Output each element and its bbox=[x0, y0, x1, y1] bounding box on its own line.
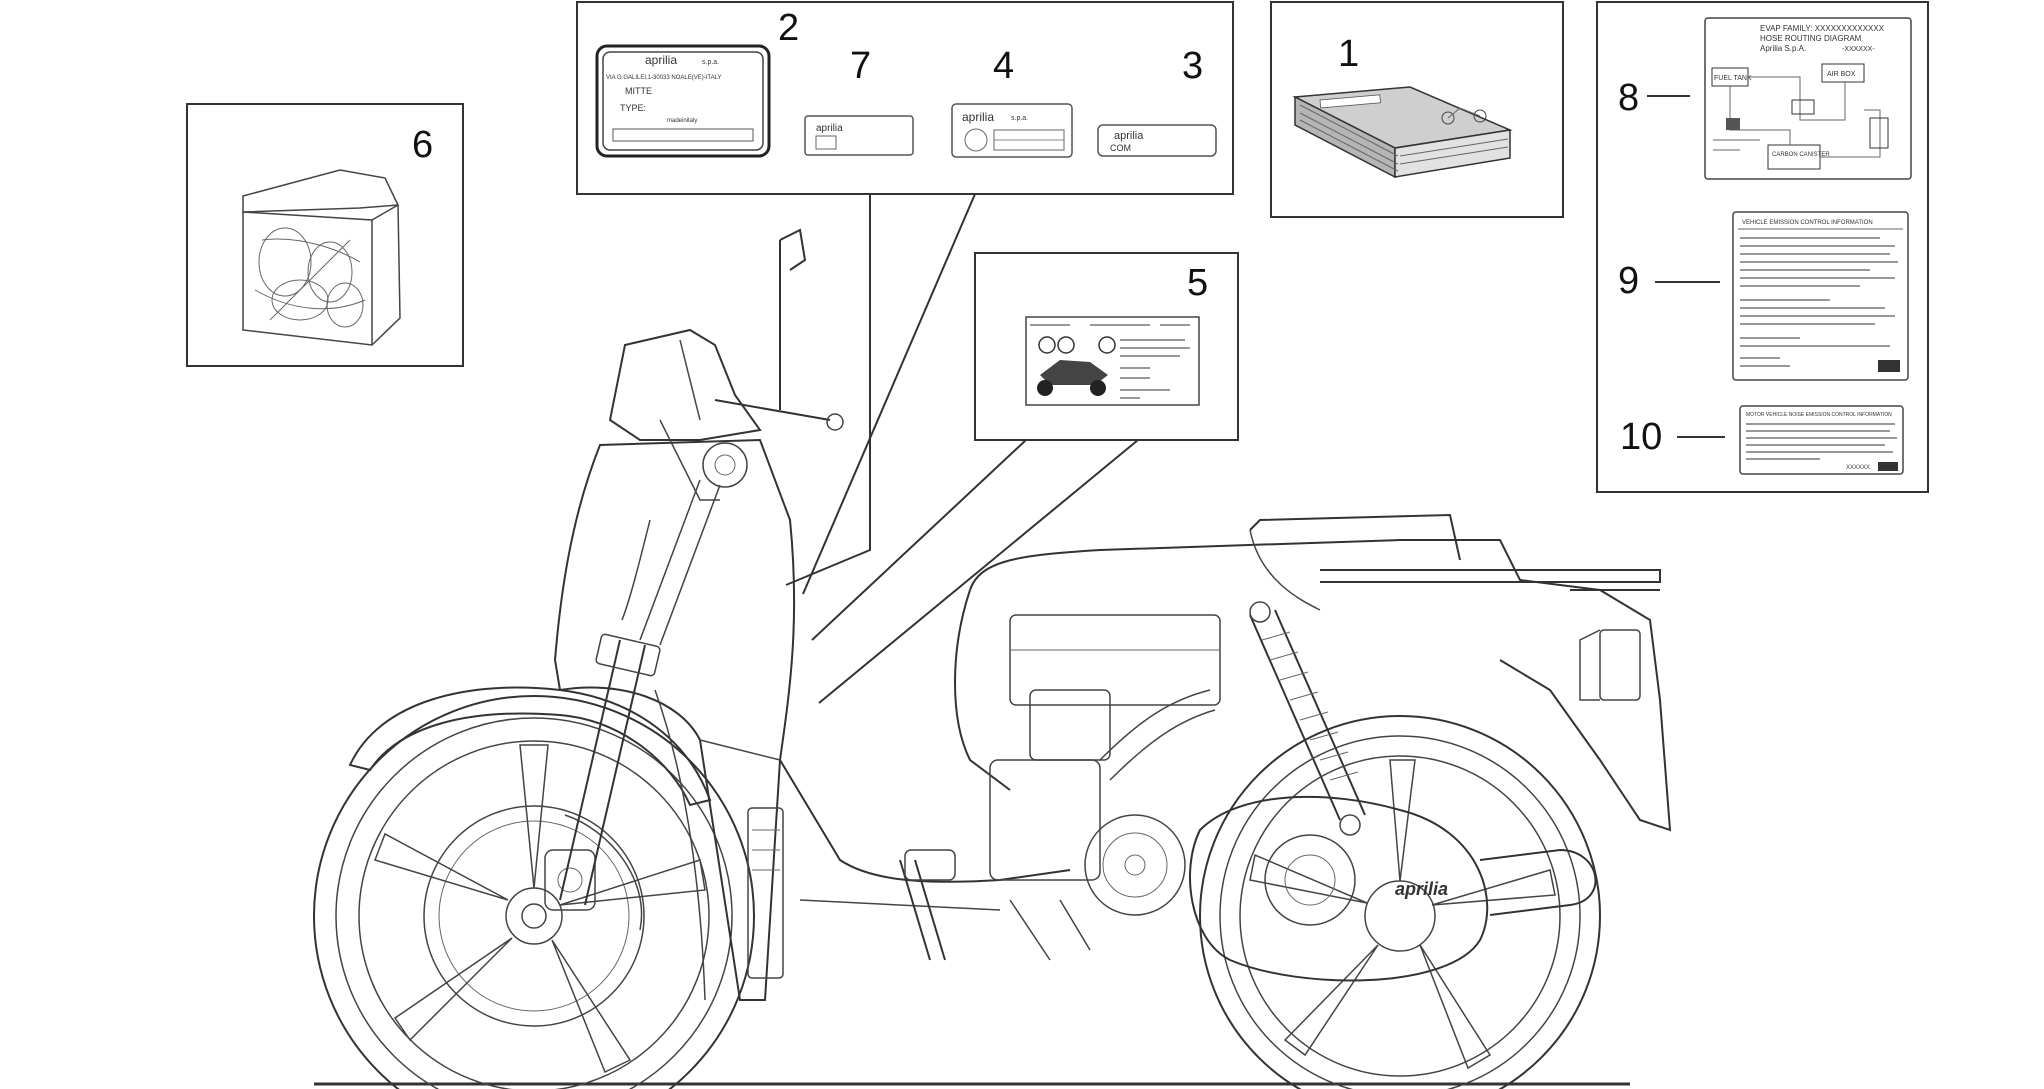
svg-text:MITTE: MITTE bbox=[625, 86, 652, 96]
engine-block bbox=[989, 614, 1221, 916]
noise-label-10: MOTOR VEHICLE NOISE EMISSION CONTROL INF… bbox=[1739, 405, 1904, 475]
svg-text:XXXXXX: XXXXXX bbox=[1846, 465, 1870, 471]
callout-2: 2 bbox=[778, 7, 799, 49]
callout-6: 6 bbox=[412, 124, 433, 166]
svg-text:MOTOR VEHICLE NOISE EMISSION C: MOTOR VEHICLE NOISE EMISSION CONTROL INF… bbox=[1746, 412, 1892, 418]
emission-9-text-lines bbox=[1740, 237, 1898, 367]
callout-1: 1 bbox=[1338, 33, 1359, 75]
part-box-8-9-10[interactable]: 8 9 10 EVAP FAMILY: XXXXXXXXXXXXX HOSE R… bbox=[1596, 1, 1929, 493]
scooter-drawing: aprilia bbox=[313, 228, 1672, 1089]
decal-4: aprilia s.p.a. bbox=[951, 103, 1073, 158]
part-box-5[interactable]: 5 bbox=[974, 252, 1239, 441]
svg-text:EVAP FAMILY: XXXXXXXXXXXXX: EVAP FAMILY: XXXXXXXXXXXXX bbox=[1760, 24, 1885, 33]
svg-text:-XXXXXX-: -XXXXXX- bbox=[1842, 46, 1875, 53]
callout-8: 8 bbox=[1618, 77, 1639, 119]
side-cover-brand: aprilia bbox=[1395, 879, 1448, 899]
part-box-1[interactable]: 1 bbox=[1270, 1, 1564, 218]
svg-text:HOSE ROUTING DIAGRAM: HOSE ROUTING DIAGRAM bbox=[1760, 34, 1862, 43]
svg-text:aprilia: aprilia bbox=[1114, 130, 1144, 142]
decal-3: aprilia COM bbox=[1097, 124, 1217, 157]
svg-text:TYPE:: TYPE: bbox=[620, 103, 646, 113]
rear-wheel bbox=[1199, 715, 1601, 1089]
svg-text:FUEL TANK: FUEL TANK bbox=[1714, 75, 1752, 82]
svg-text:madeinitaly: madeinitaly bbox=[667, 118, 697, 124]
svg-text:AIR BOX: AIR BOX bbox=[1827, 71, 1856, 78]
svg-text:s.p.a.: s.p.a. bbox=[1011, 115, 1028, 122]
leader-lines bbox=[785, 193, 1139, 704]
svg-text:COM: COM bbox=[1110, 143, 1131, 153]
svg-text:VEHICLE EMISSION CONTROL INFOR: VEHICLE EMISSION CONTROL INFORMATION bbox=[1742, 220, 1873, 226]
callout-9: 9 bbox=[1618, 260, 1639, 302]
document-pouch-icon bbox=[242, 169, 401, 346]
owner-manual-icon bbox=[1292, 86, 1513, 179]
evap-hose-label: EVAP FAMILY: XXXXXXXXXXXXX HOSE ROUTING … bbox=[1704, 17, 1912, 180]
svg-text:s.p.a.: s.p.a. bbox=[702, 59, 719, 66]
emission-label-9: VEHICLE EMISSION CONTROL INFORMATION bbox=[1732, 211, 1909, 381]
rear-shock bbox=[1249, 601, 1366, 836]
part-box-2-7-4-3[interactable]: 2 7 4 3 aprilia s.p.a. VIA G.GALILEI,1-3… bbox=[576, 1, 1234, 195]
svg-text:CARBON CANISTER: CARBON CANISTER bbox=[1772, 152, 1830, 158]
front-brake bbox=[544, 814, 643, 931]
decal-7: aprilia bbox=[804, 115, 914, 156]
transmission-cover: aprilia bbox=[1189, 795, 1489, 982]
svg-text:aprilia: aprilia bbox=[962, 110, 994, 124]
svg-text:aprilia: aprilia bbox=[816, 123, 843, 134]
callout-7: 7 bbox=[850, 45, 871, 87]
callout-3: 3 bbox=[1182, 45, 1203, 87]
callout-10: 10 bbox=[1620, 416, 1662, 458]
svg-text:Aprilia S.p.A.: Aprilia S.p.A. bbox=[1760, 44, 1806, 53]
part-box-6[interactable]: 6 bbox=[186, 103, 464, 367]
front-wheel bbox=[313, 695, 755, 1089]
tyre-pressure-label bbox=[1025, 316, 1200, 406]
id-plate: aprilia s.p.a. VIA G.GALILEI,1-30033 NOA… bbox=[595, 44, 771, 158]
svg-text:aprilia: aprilia bbox=[645, 53, 677, 67]
callout-5: 5 bbox=[1187, 262, 1208, 304]
callout-4: 4 bbox=[993, 45, 1014, 87]
svg-text:VIA G.GALILEI,1-30033 NOALE(VE: VIA G.GALILEI,1-30033 NOALE(VE)-ITALY bbox=[606, 75, 722, 81]
